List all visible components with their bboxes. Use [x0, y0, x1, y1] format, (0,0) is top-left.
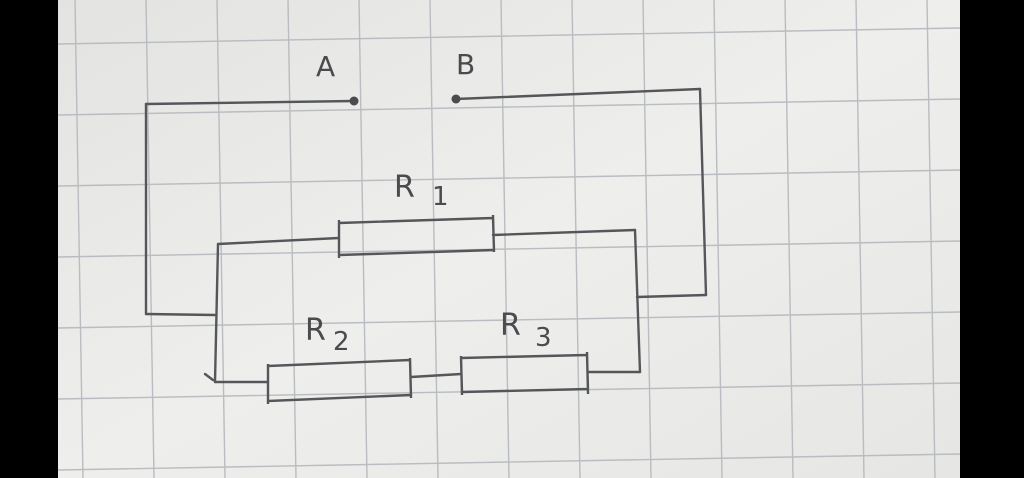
grid-line-vertical: [429, 0, 439, 478]
grid-line-vertical: [784, 0, 794, 478]
grid-line-vertical: [145, 0, 155, 478]
grid-line-vertical: [500, 0, 510, 478]
grid-line-vertical: [855, 0, 865, 478]
terminal-b-label: B: [456, 48, 475, 81]
frame-right-bar: [960, 0, 1024, 478]
grid-line-horizontal: [57, 98, 961, 116]
grid-line-horizontal: [57, 27, 961, 45]
grid-line-vertical: [571, 0, 581, 478]
wire-inner-left: [213, 242, 220, 384]
resistor-r2: [266, 357, 413, 404]
grid-line-vertical: [713, 0, 723, 478]
grid-line-vertical: [358, 0, 368, 478]
r1-label-letter: R: [394, 170, 415, 205]
wire-left-bottom: [144, 312, 217, 317]
terminal-a-label: A: [316, 50, 335, 83]
grid-line-horizontal: [57, 169, 961, 187]
resistor-r3: [459, 351, 590, 396]
terminal-b-dot: [451, 94, 461, 104]
circuit-wires: [144, 87, 708, 384]
grid-line-vertical: [216, 0, 226, 478]
graph-paper: [58, 0, 960, 478]
r3-label-index: 3: [535, 323, 552, 353]
grid-line-horizontal: [57, 453, 961, 471]
wire-top-left: [144, 99, 356, 106]
r2-label-letter: R: [305, 313, 326, 348]
frame-left-bar: [0, 0, 58, 478]
wire-inner-right: [633, 228, 642, 374]
grid-lines: [57, 0, 961, 478]
wire-r1-right: [491, 228, 637, 237]
wire-r2-r3: [409, 372, 463, 379]
grid-line-vertical: [287, 0, 297, 478]
wire-hook: [203, 372, 215, 382]
wire-top-right: [454, 87, 702, 101]
wire-right-bottom: [635, 293, 708, 299]
r3-label-letter: R: [500, 308, 521, 343]
r2-label-index: 2: [333, 327, 350, 357]
terminal-a-dot: [349, 96, 359, 106]
grid-line-vertical: [926, 0, 936, 478]
wire-right-outer: [698, 87, 708, 297]
resistor-r1: [337, 214, 496, 258]
grid-line-horizontal: [57, 311, 961, 329]
grid-line-vertical: [642, 0, 652, 478]
grid-line-horizontal: [57, 240, 961, 258]
wire-r1-left: [216, 236, 341, 246]
r1-label-index: 1: [432, 182, 449, 212]
